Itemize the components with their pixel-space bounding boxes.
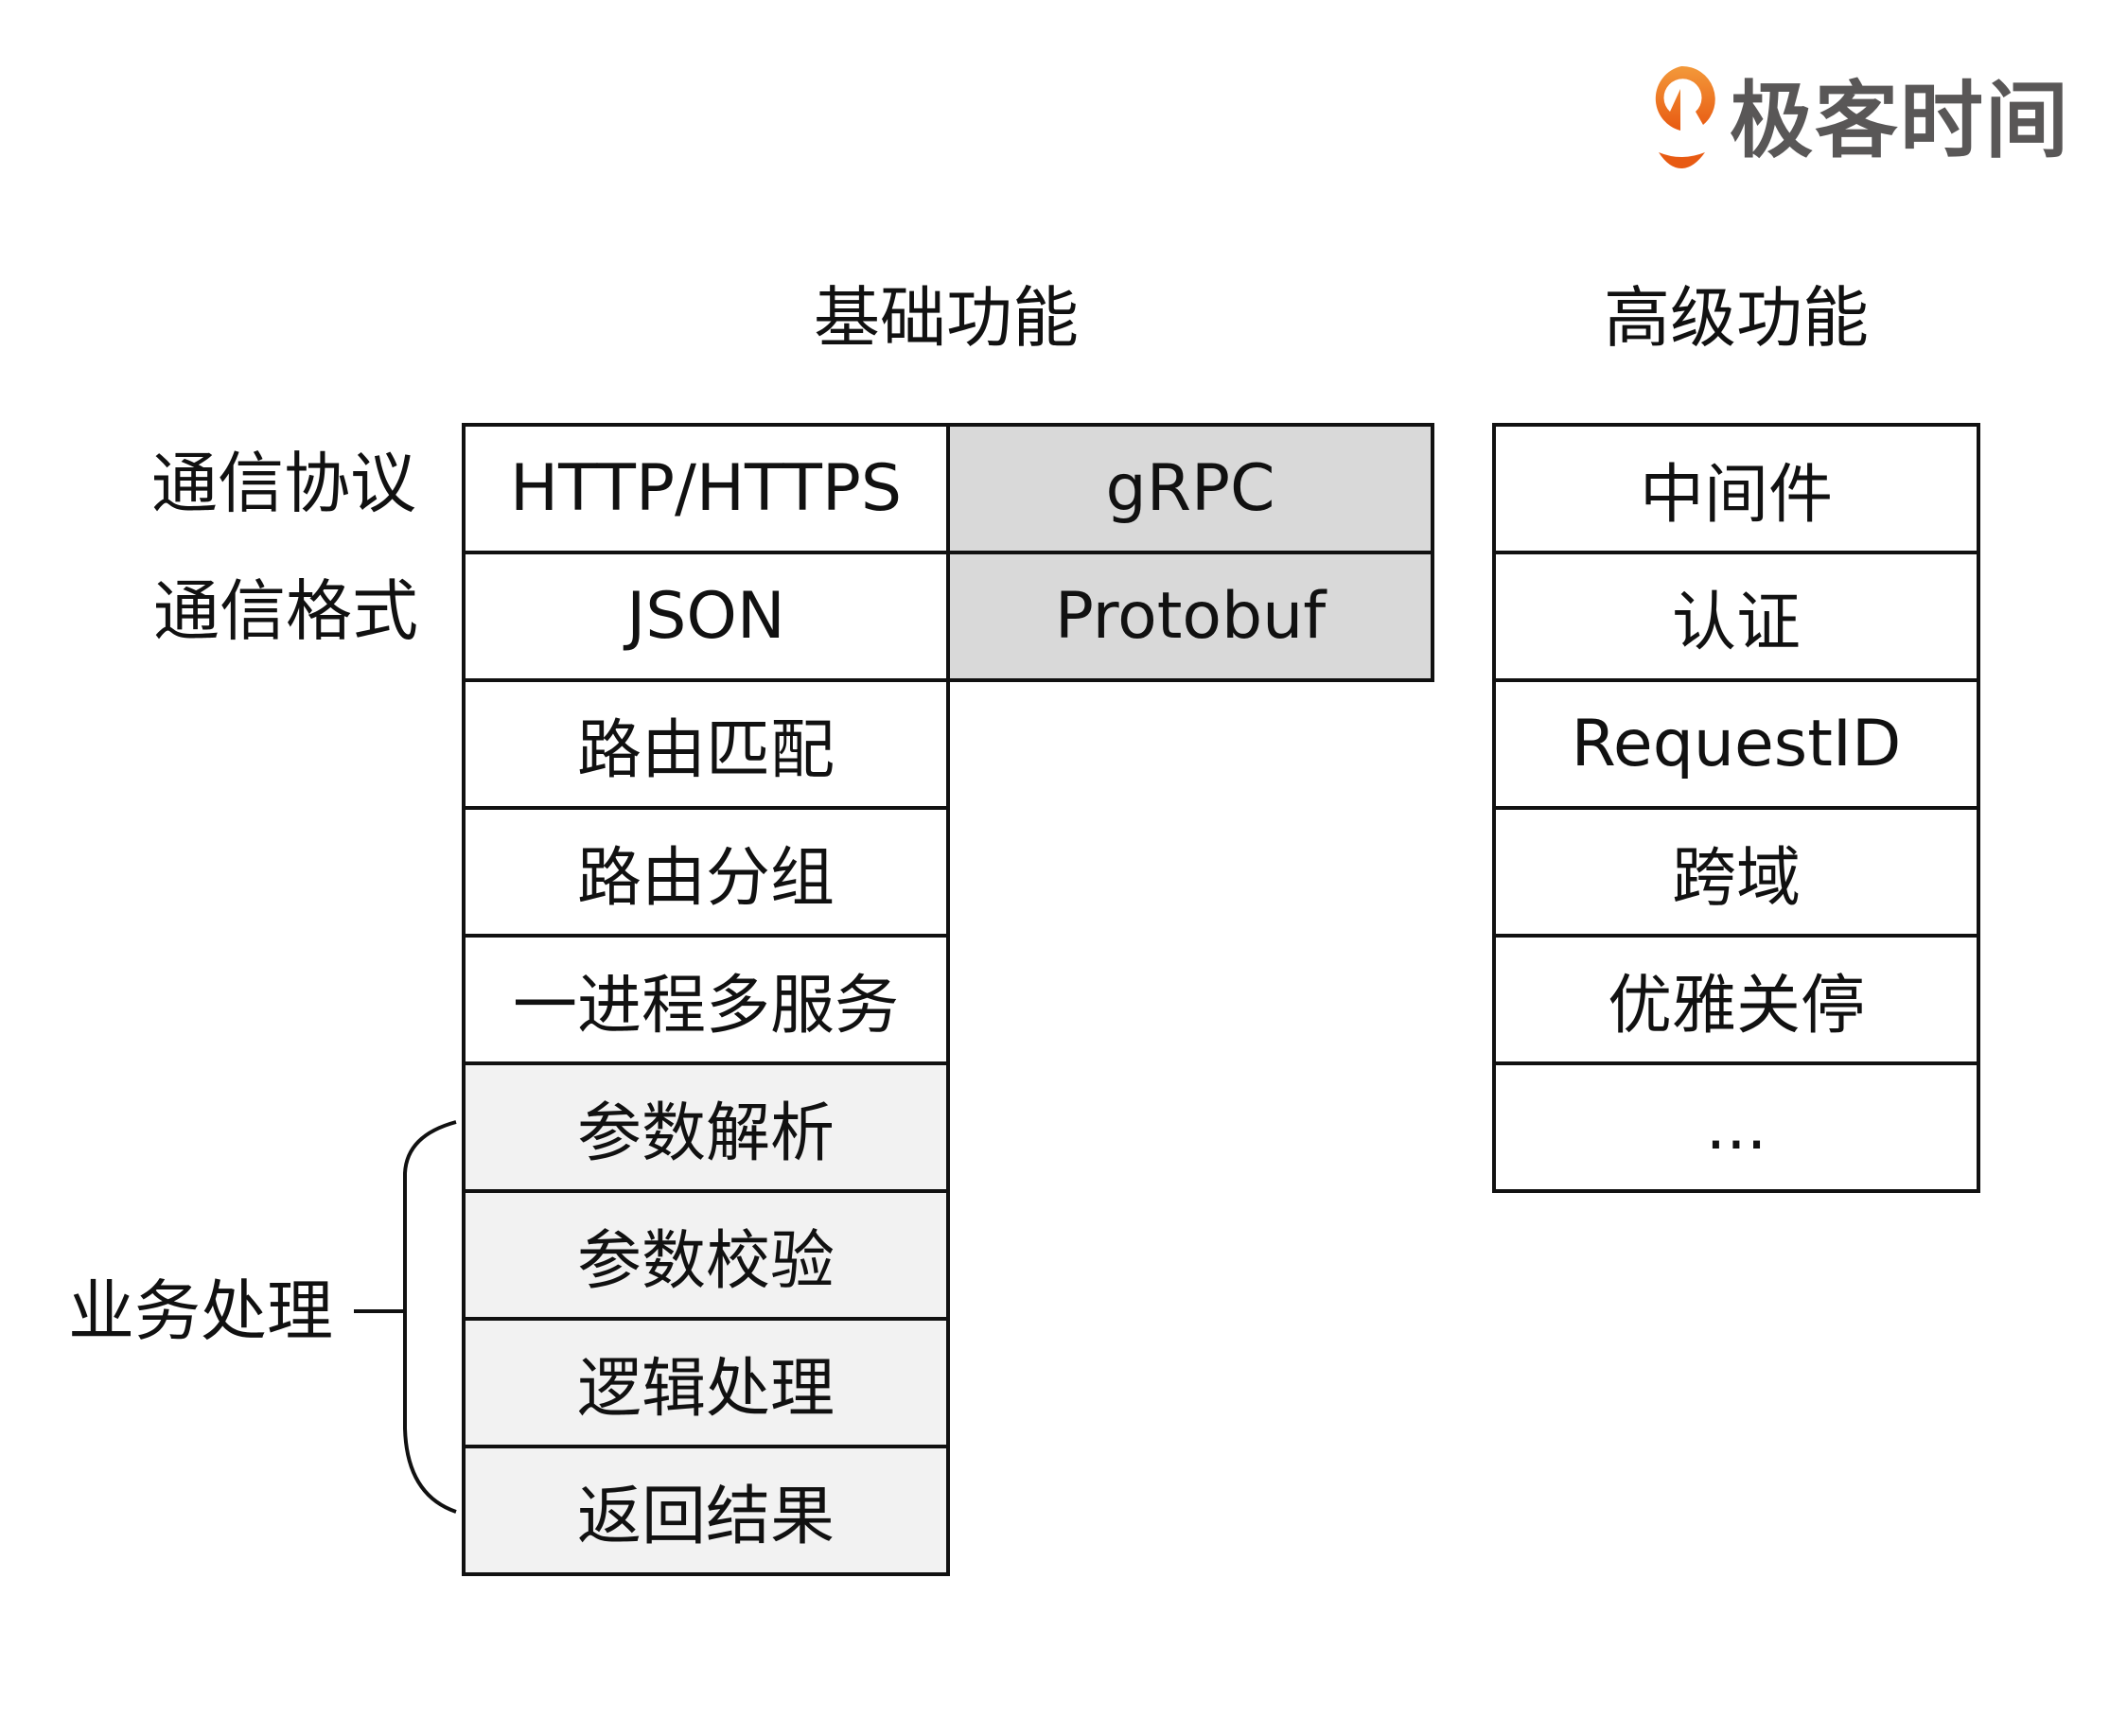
cell-protobuf: Protobuf xyxy=(946,551,1434,682)
header-advanced: 高级功能 xyxy=(1604,279,1869,357)
cell-return: 返回结果 xyxy=(462,1445,950,1576)
label-format: 通信格式 xyxy=(153,572,418,650)
label-protocol: 通信协议 xyxy=(151,445,416,522)
cell-route-match: 路由匹配 xyxy=(462,678,950,810)
label-business: 业务处理 xyxy=(68,1272,333,1350)
cell-json: JSON xyxy=(462,551,950,682)
cell-http: HTTP/HTTPS xyxy=(462,423,950,554)
header-basic: 基础功能 xyxy=(814,279,1079,357)
cell-multi-service: 一进程多服务 xyxy=(462,934,950,1065)
cell-param-parse: 参数解析 xyxy=(462,1061,950,1193)
geektime-logo-icon xyxy=(1655,65,1715,168)
cell-logic: 逻辑处理 xyxy=(462,1317,950,1448)
cell-cors: 跨域 xyxy=(1492,806,1980,938)
cell-auth: 认证 xyxy=(1492,551,1980,682)
cell-graceful-shutdown: 优雅关停 xyxy=(1492,934,1980,1065)
cell-middleware: 中间件 xyxy=(1492,423,1980,554)
business-brace xyxy=(354,1120,457,1514)
cell-requestid: RequestID xyxy=(1492,678,1980,810)
cell-ellipsis: ... xyxy=(1492,1061,1980,1193)
logo-text: 极客时间 xyxy=(1730,72,2071,169)
cell-grpc: gRPC xyxy=(946,423,1434,554)
cell-route-group: 路由分组 xyxy=(462,806,950,938)
cell-param-validate: 参数校验 xyxy=(462,1189,950,1321)
